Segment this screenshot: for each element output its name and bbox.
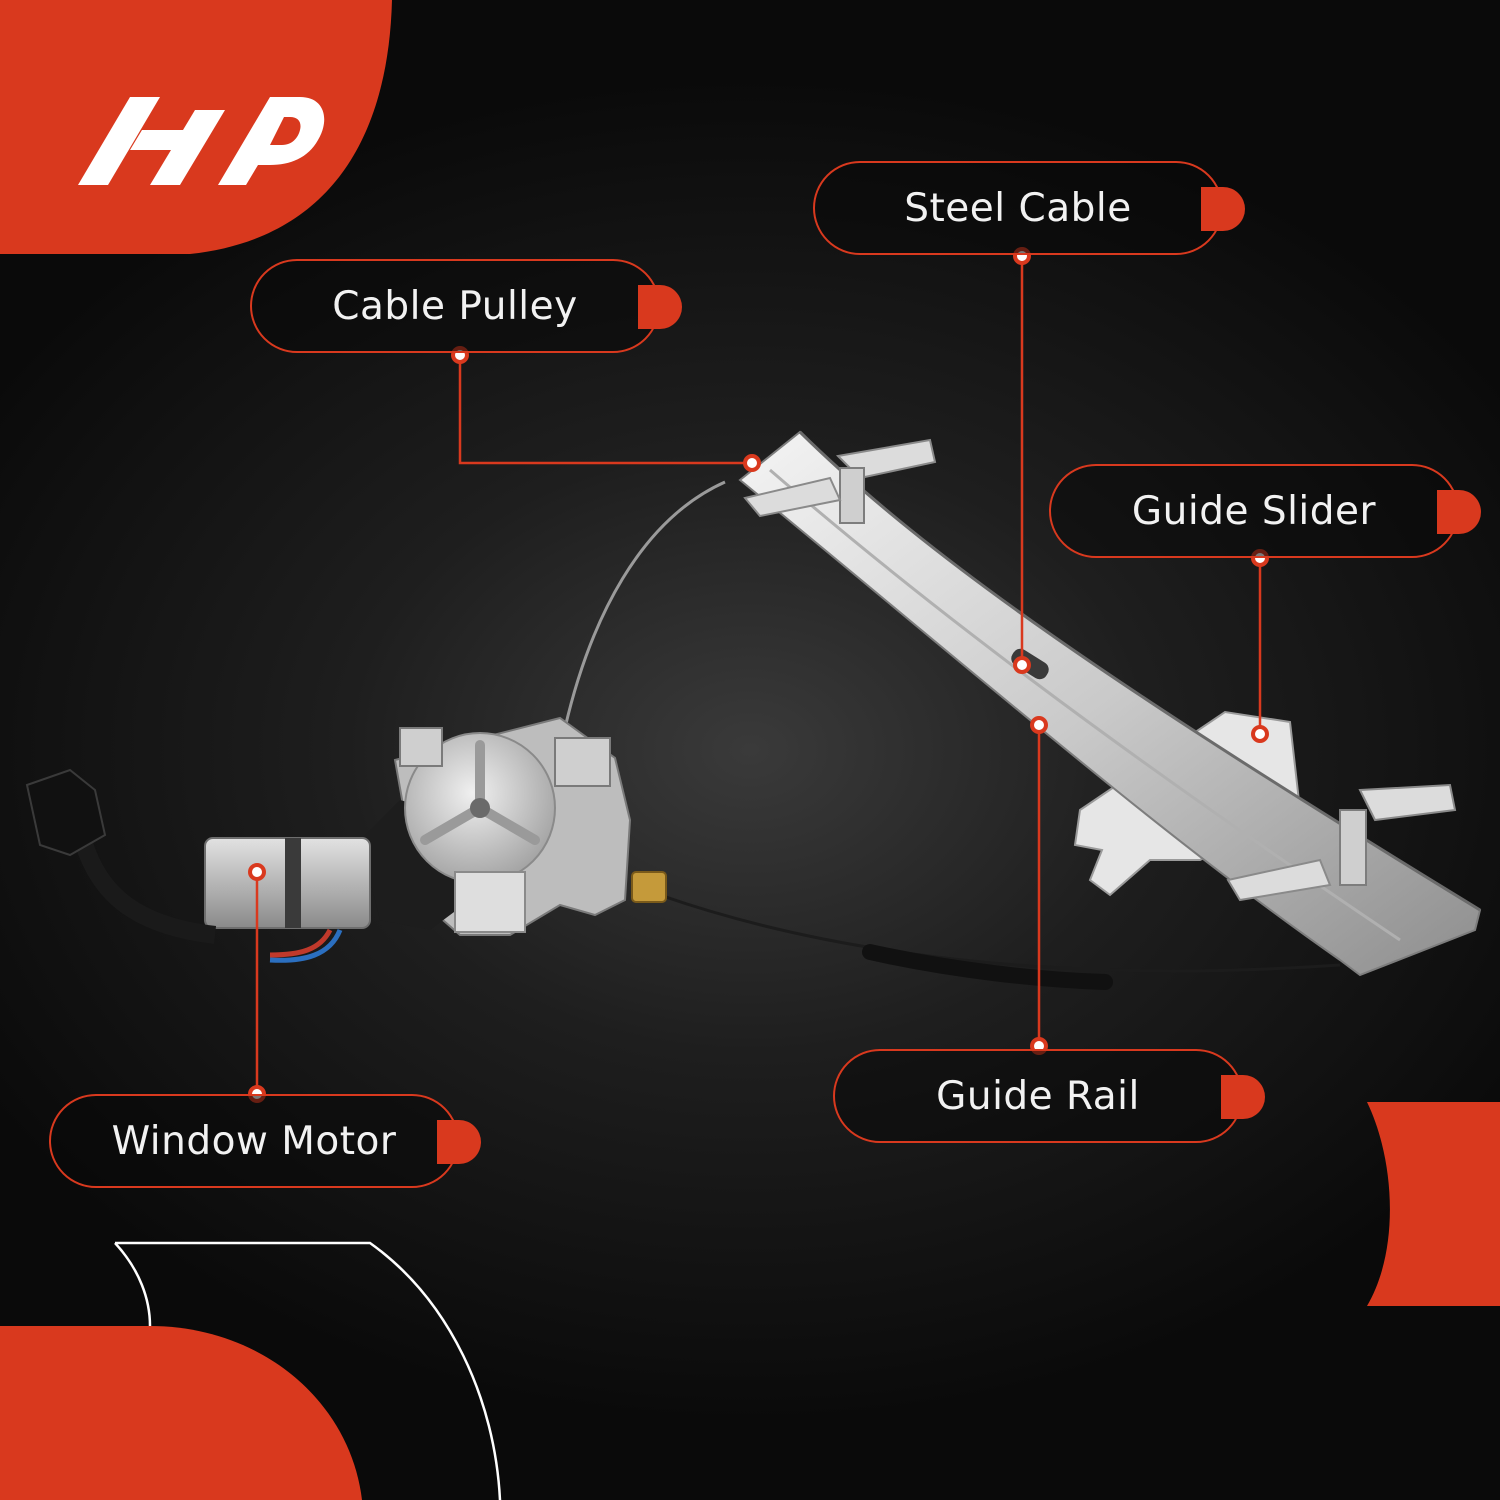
electrical-connector (25, 768, 107, 857)
steel-cable-upper (563, 480, 726, 729)
callout-tab (638, 285, 682, 329)
callout-label: Window Motor (111, 1118, 397, 1164)
dot-guide-slider-end (1251, 725, 1269, 743)
callout-label: Cable Pulley (332, 283, 578, 329)
callout-tab (1201, 187, 1245, 231)
cable-sleeve (862, 944, 1113, 990)
dot-window-motor-top (248, 863, 266, 881)
callout-tab (437, 1120, 481, 1164)
callout-label: Steel Cable (904, 185, 1132, 231)
right-orange-shape (1367, 1102, 1500, 1306)
callout-steel-cable: Steel Cable (813, 161, 1245, 255)
leader-cable-pulley (458, 355, 752, 465)
brand-logo (78, 97, 325, 185)
callout-tab (1437, 490, 1481, 534)
bottom-left-orange-shape (0, 1326, 362, 1500)
dot-cable-pulley-end (743, 454, 761, 472)
dot-steel-cable-end (1013, 656, 1031, 674)
callout-tab (1221, 1075, 1265, 1119)
bottom-left-outline-arc-left (114, 1242, 152, 1327)
bottom-left-outline-arc (115, 1241, 502, 1500)
wire-harness (71, 827, 217, 944)
callout-window-motor: Window Motor (49, 1094, 481, 1188)
callout-guide-rail: Guide Rail (833, 1049, 1265, 1143)
callout-label: Guide Slider (1131, 488, 1377, 534)
callout-label: Guide Rail (936, 1073, 1140, 1119)
callout-guide-slider: Guide Slider (1049, 464, 1481, 558)
callout-cable-pulley: Cable Pulley (250, 259, 682, 353)
dot-guide-rail-top (1030, 716, 1048, 734)
